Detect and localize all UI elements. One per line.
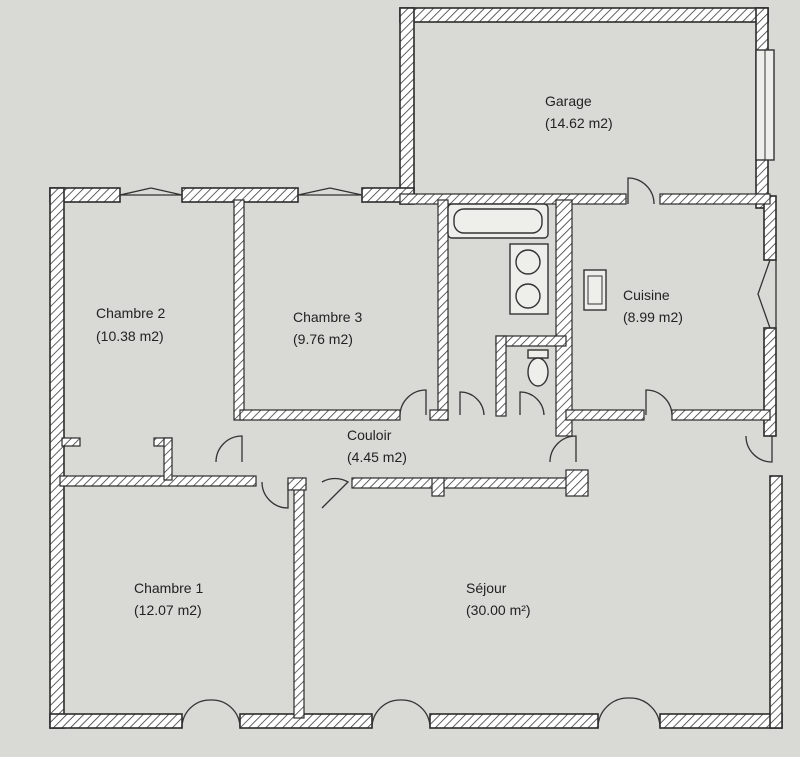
- room-name-chambre-1: Chambre 1: [134, 580, 203, 596]
- doors: [181, 177, 773, 729]
- room-name-cuisine: Cuisine: [623, 287, 670, 303]
- exterior-walls: [49, 7, 783, 729]
- wall-closet-c: [163, 437, 173, 481]
- wall-ch3-bath: [437, 199, 449, 421]
- wall-bottom-1: [49, 713, 183, 729]
- room-area-garage: (14.62 m2): [545, 115, 613, 131]
- room-label-chambre-1: Chambre 1 (12.07 m2): [134, 580, 203, 618]
- door-ch2: [215, 435, 243, 463]
- room-label-garage: Garage (14.62 m2): [545, 93, 613, 131]
- wall-ch2-ch3: [233, 199, 245, 421]
- wall-ch1-stub: [287, 477, 307, 491]
- door-garage: [627, 177, 655, 205]
- wall-right-lower: [769, 475, 783, 729]
- fixtures: [447, 203, 607, 387]
- wall-corridor-nub: [431, 477, 445, 497]
- room-area-couloir: (4.45 m2): [347, 449, 407, 465]
- windows: [119, 49, 777, 329]
- door-kitchen: [645, 389, 673, 416]
- interior-walls: [59, 193, 771, 719]
- door-sejour-window: [371, 699, 431, 729]
- door-ch1-window: [181, 699, 241, 729]
- door-sejour-window-2: [597, 697, 661, 729]
- wc-tank: [527, 349, 549, 359]
- wall-bottom-2: [239, 713, 373, 729]
- room-label-chambre-2: Chambre 2 (10.38 m2): [96, 305, 165, 344]
- wall-corridor-jog: [565, 469, 589, 497]
- room-name-garage: Garage: [545, 93, 592, 109]
- wall-left: [49, 187, 65, 729]
- room-area-chambre-2: (10.38 m2): [96, 328, 164, 344]
- window-ch2: [119, 187, 183, 196]
- door-wc: [519, 391, 545, 416]
- sink-2: [515, 283, 541, 309]
- door-ch3: [399, 389, 427, 416]
- stove: [583, 269, 607, 311]
- wall-ch1-sejour: [293, 485, 305, 719]
- room-name-chambre-2: Chambre 2: [96, 305, 165, 321]
- door-ch1: [261, 481, 289, 509]
- door-exterior-right: [745, 435, 773, 463]
- sink-1: [515, 249, 541, 275]
- room-label-couloir: Couloir (4.45 m2): [347, 427, 407, 465]
- window-ch3: [297, 187, 363, 196]
- room-area-cuisine: (8.99 m2): [623, 309, 683, 325]
- room-name-sejour: Séjour: [466, 580, 507, 596]
- wall-bottom-3: [429, 713, 599, 729]
- room-name-chambre-3: Chambre 3: [293, 309, 362, 325]
- wall-garage-bottom-b: [659, 193, 771, 205]
- wall-bottom-4: [659, 713, 783, 729]
- door-corridor-sejour: [549, 435, 577, 463]
- room-area-sejour: (30.00 m²): [466, 602, 531, 618]
- door-bath: [459, 391, 485, 416]
- wall-garage-bottom-a: [399, 193, 627, 205]
- room-name-couloir: Couloir: [347, 427, 392, 443]
- bathtub-basin: [453, 208, 543, 234]
- room-label-sejour: Séjour (30.00 m²): [466, 580, 531, 618]
- room-area-chambre-1: (12.07 m2): [134, 602, 202, 618]
- wall-ch3-bottom-r: [429, 409, 449, 421]
- wall-corridor-bottom: [351, 477, 589, 489]
- door-sejour: [321, 477, 350, 509]
- wall-closet-a: [61, 437, 81, 447]
- room-area-chambre-3: (9.76 m2): [293, 331, 353, 347]
- window-kitchen: [757, 259, 777, 329]
- wall-kitchen-bottom-b: [671, 409, 771, 421]
- wall-bath-kitchen: [555, 199, 573, 437]
- wall-kitchen-bottom-a: [565, 409, 645, 421]
- wc-bowl: [527, 357, 549, 387]
- wall-garage-top: [399, 7, 769, 23]
- wall-wc-left: [495, 335, 507, 417]
- wall-ch3-bottom: [239, 409, 401, 421]
- room-label-chambre-3: Chambre 3 (9.76 m2): [293, 309, 362, 347]
- wall-ch2-bottom: [59, 475, 257, 487]
- wall-garage-left: [399, 7, 415, 205]
- room-label-cuisine: Cuisine (8.99 m2): [623, 287, 683, 325]
- wall-right-upper: [763, 195, 777, 261]
